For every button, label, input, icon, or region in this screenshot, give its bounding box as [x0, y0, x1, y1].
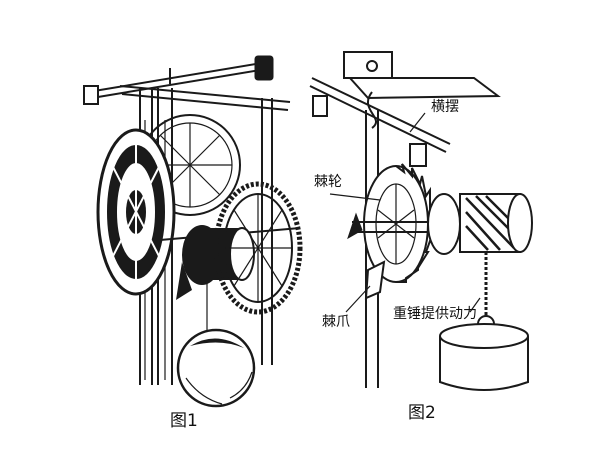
fig2-ratchet-wheel — [363, 163, 436, 283]
label-weight-power: 重锤提供动力 — [393, 306, 477, 322]
fig2-left-bob — [312, 95, 328, 117]
fig1-right-bob — [254, 55, 274, 81]
fig1-pawl — [176, 262, 192, 300]
fig2-weight — [439, 323, 529, 391]
leader-ratchet — [329, 193, 381, 201]
leader-swing — [409, 112, 426, 133]
label-pawl: 棘爪 — [322, 314, 350, 330]
label-horizontal-swing: 横摆 — [431, 99, 459, 115]
leader-pawl — [345, 285, 371, 313]
fig2-top-plate — [347, 77, 501, 100]
figure1-drawing — [83, 55, 303, 408]
fig1-drum — [176, 225, 255, 300]
fig2-pawl — [364, 260, 386, 300]
figure2-caption: 图2 — [408, 403, 436, 423]
leader-weight — [469, 297, 481, 313]
fig1-left-bob — [83, 85, 99, 105]
fig1-top-bar — [87, 61, 269, 93]
fig2-drum — [427, 193, 533, 255]
fig1-dial-wheel — [96, 128, 176, 296]
fig1-escape-wheel — [213, 181, 303, 315]
figure2-drawing — [309, 51, 533, 391]
label-ratchet-wheel: 棘轮 — [314, 174, 342, 190]
fig2-right-bob — [409, 143, 427, 167]
figure1-caption: 图1 — [170, 411, 198, 431]
fig1-weight — [176, 328, 256, 408]
